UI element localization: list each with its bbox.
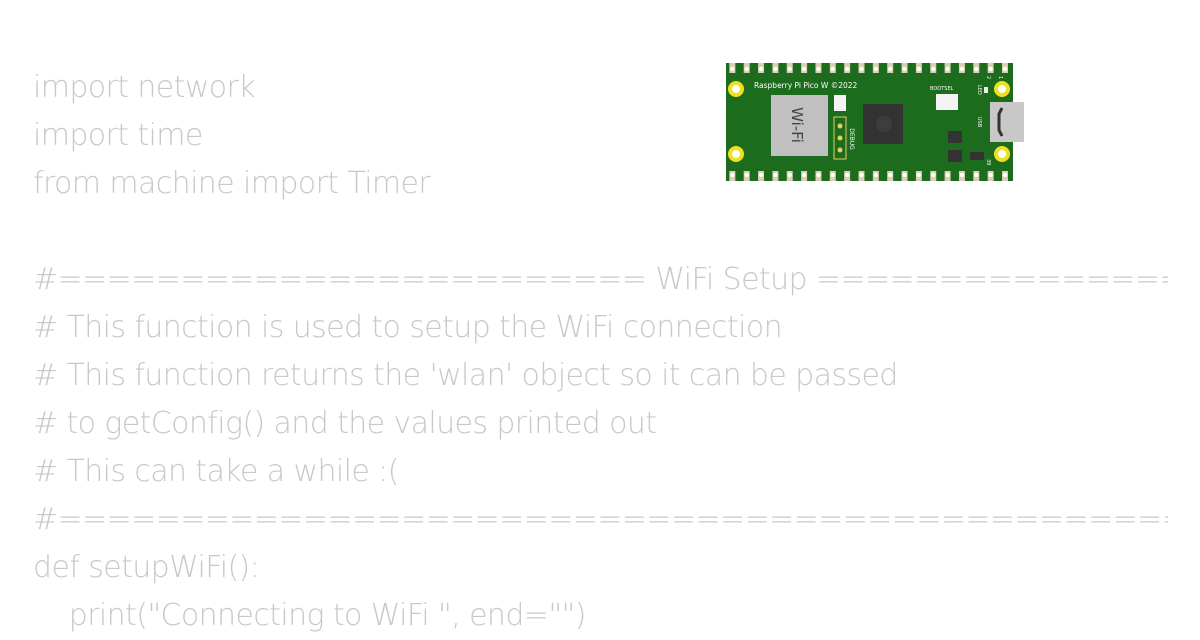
pin-hole [801, 172, 807, 178]
pin-hole [730, 172, 735, 178]
pin-hole [873, 66, 879, 72]
led [984, 87, 988, 93]
pin-hole [916, 66, 922, 72]
pin-hole [959, 172, 965, 178]
pin-hole [988, 66, 993, 72]
pin-hole [816, 66, 821, 72]
pin-hole [931, 66, 936, 72]
code-line: # This function is used to setup the WiF… [33, 310, 783, 345]
pin-hole [758, 66, 764, 72]
bootsel-button[interactable] [936, 94, 958, 110]
wifi-label: Wi-Fi [788, 107, 806, 143]
pin-hole [1002, 172, 1008, 178]
pin-hole [787, 66, 792, 72]
code-line: # This function returns the 'wlan' objec… [33, 358, 898, 393]
pin-hole [801, 66, 807, 72]
mounting-holes [728, 81, 1010, 162]
code-line: # to getConfig() and the values printed … [33, 406, 657, 441]
pin-hole [844, 172, 850, 178]
pin-hole [859, 66, 864, 72]
pin-hole [773, 66, 778, 72]
pin-hole [830, 66, 835, 72]
bootsel-label: BOOTSEL [930, 86, 954, 92]
pin-hole [945, 172, 950, 178]
pin-hole [830, 172, 835, 178]
code-listing: import network import time from machine im… [33, 64, 1168, 640]
code-line: #======================== WiFi Setup ===… [33, 262, 1168, 297]
led-label: LED [976, 85, 982, 95]
pin-hole [974, 66, 979, 72]
pin-hole [773, 172, 778, 178]
pin-hole [873, 172, 879, 178]
board-silkscreen: Raspberry Pi Pico W ©2022 [754, 81, 858, 90]
pin-hole [945, 66, 950, 72]
pin-hole [988, 172, 993, 178]
pin-hole [787, 172, 792, 178]
pin-39-label: 39 [985, 159, 991, 165]
usb-label: USB [976, 117, 982, 128]
code-line: #=======================================… [33, 502, 1168, 537]
pin-hole [1002, 66, 1008, 72]
pin-hole [744, 172, 749, 178]
pin-hole [902, 172, 907, 178]
code-line: def setupWiFi(): [33, 550, 260, 585]
code-line: # This can take a while :( [33, 454, 399, 489]
pin-hole [816, 172, 821, 178]
pin-hole [974, 172, 979, 178]
debug-label: DEBUG [848, 128, 855, 150]
usb-connector [990, 102, 1024, 142]
wifi-module [771, 95, 828, 156]
pin-hole [758, 172, 764, 178]
code-line: import time [33, 118, 203, 153]
pin-hole [902, 66, 907, 72]
pin-2-label: 2 [985, 76, 991, 79]
pin-hole [931, 172, 936, 178]
pin-hole [744, 66, 749, 72]
raspberry-pi-pico-w-board[interactable]: LED USB 2 1 39 BOOTSEL DEBUG Wi-Fi Raspb… [720, 52, 1030, 192]
pin-hole [887, 172, 893, 178]
pin-hole [859, 172, 864, 178]
pin-hole [916, 172, 922, 178]
pin-hole [887, 66, 893, 72]
pin-hole [844, 66, 850, 72]
code-line: import network [33, 70, 256, 105]
pin-hole [730, 66, 735, 72]
code-line: from machine import Timer [33, 166, 431, 201]
pin-1-label: 1 [997, 76, 1003, 79]
pin-hole [959, 66, 965, 72]
code-line: print("Connecting to WiFi ", end="") [33, 598, 587, 633]
